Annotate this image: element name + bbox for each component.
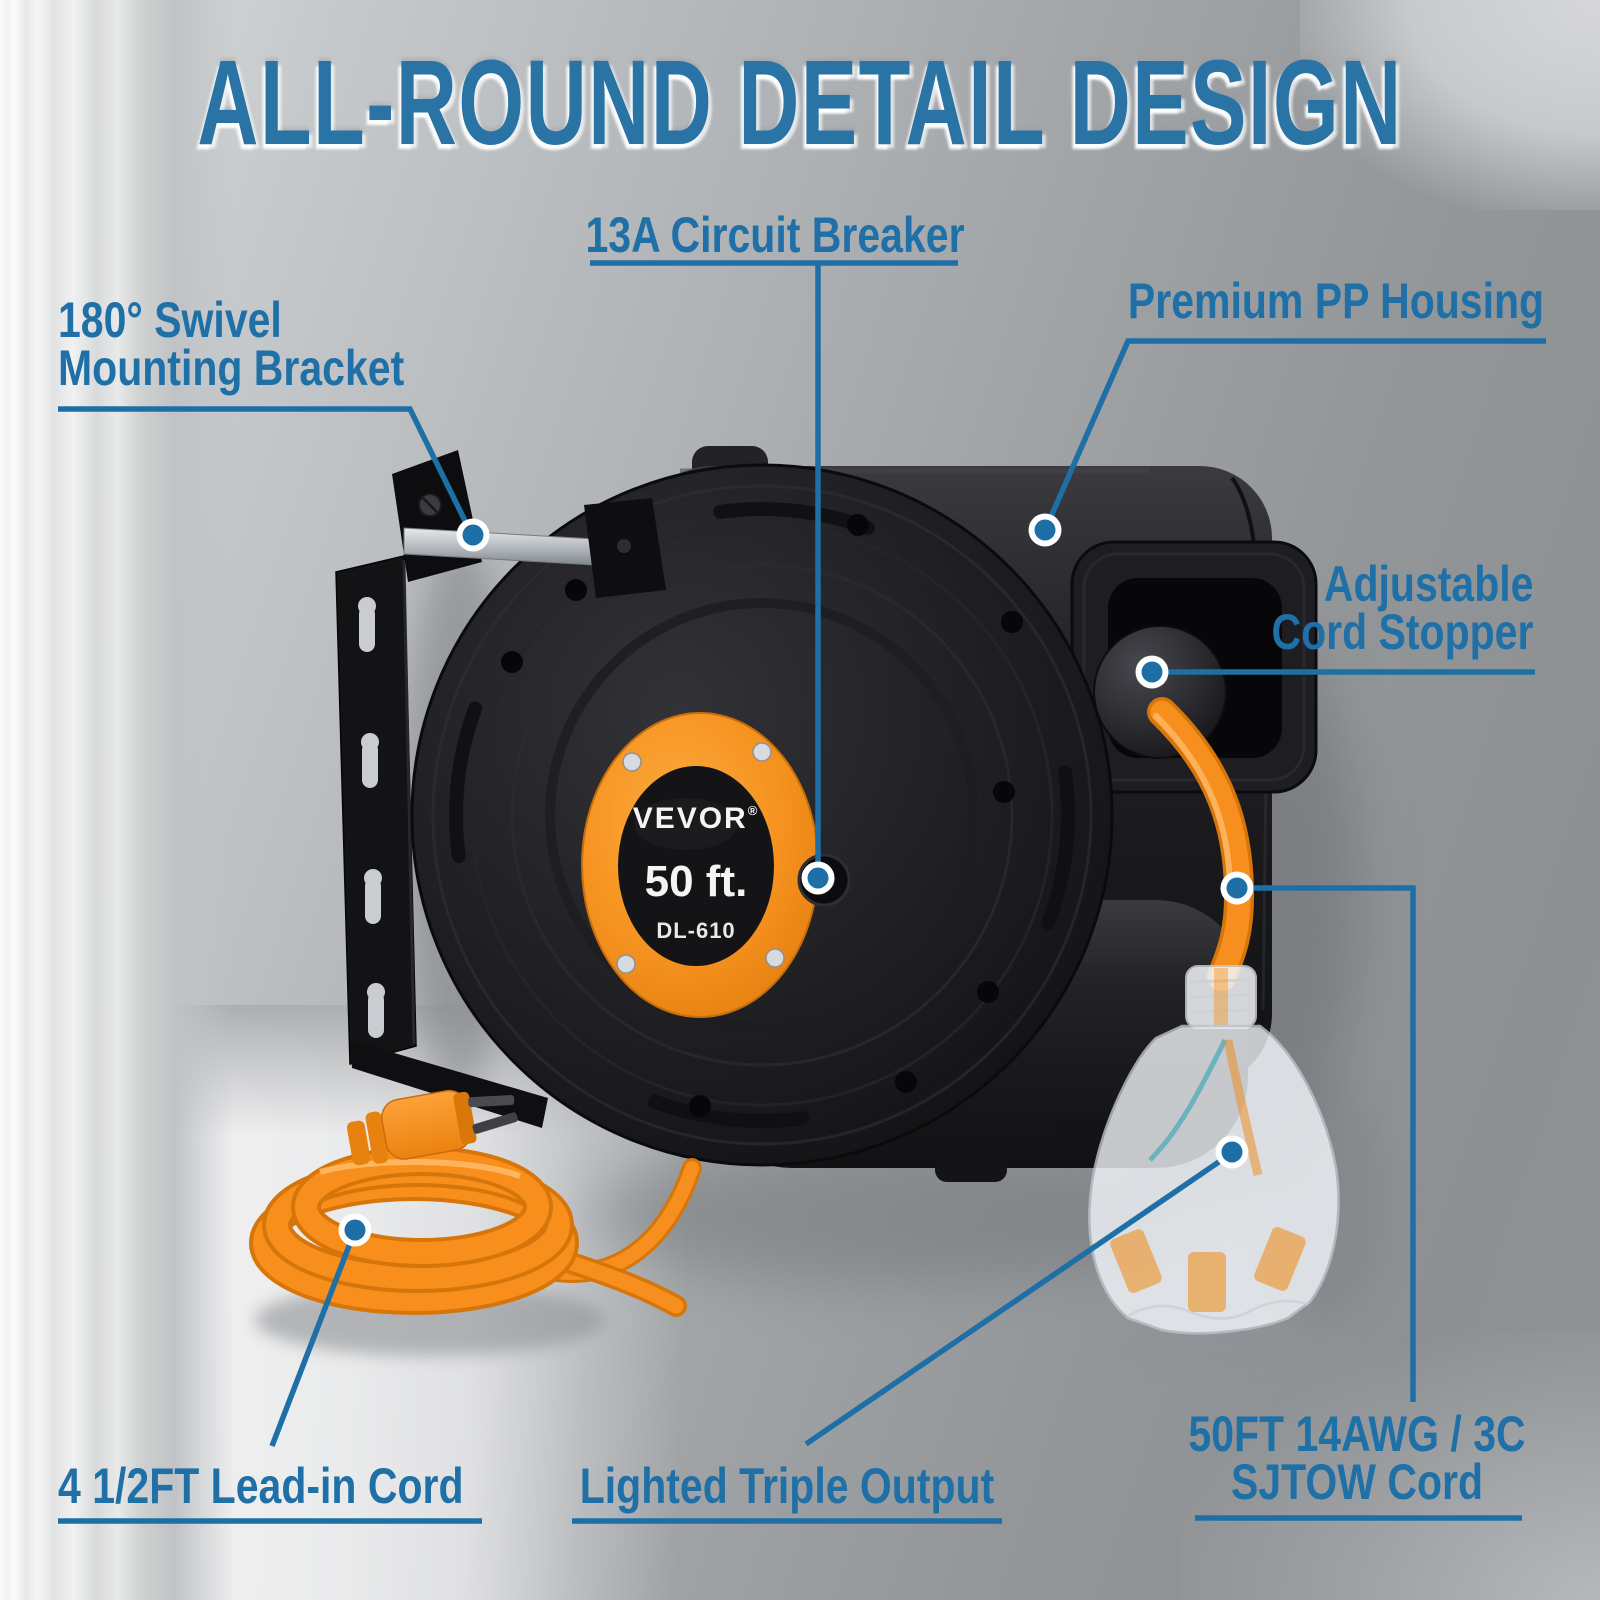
callout-sjtow-line2: SJTOW Cord bbox=[1230, 1454, 1484, 1510]
callout-lead-in-cord-text: 4 1/2FT Lead-in Cord bbox=[58, 1458, 464, 1514]
callout-cord-stopper-line1: Adjustable bbox=[1323, 556, 1533, 612]
callout-sjtow-cord: 50FT 14AWG / 3C SJTOW Cord bbox=[1188, 1406, 1526, 1510]
callout-cord-stopper-line2: Cord Stopper bbox=[1271, 604, 1533, 660]
leader-lead-in-cord bbox=[58, 1232, 482, 1524]
callout-pp-housing: Premium PP Housing bbox=[1128, 276, 1544, 326]
leader-swivel-bracket bbox=[58, 406, 473, 533]
callout-circuit-breaker-text: 13A Circuit Breaker bbox=[585, 207, 965, 263]
cord-coil bbox=[249, 1146, 687, 1317]
dot-lead-in-cord bbox=[338, 1213, 372, 1247]
page-title: ALL-ROUND DETAIL DESIGN bbox=[197, 34, 1403, 170]
background-light-top-right bbox=[1300, 0, 1600, 210]
dot-pp-housing bbox=[1028, 513, 1062, 547]
dot-triple-output bbox=[1215, 1135, 1249, 1169]
callout-triple-output-text: Lighted Triple Output bbox=[579, 1458, 995, 1514]
dot-circuit-breaker bbox=[801, 861, 835, 895]
leader-circuit-breaker bbox=[590, 260, 958, 874]
leader-pp-housing bbox=[1043, 338, 1546, 530]
dot-cord-stopper bbox=[1135, 655, 1169, 689]
leader-triple-output bbox=[572, 1152, 1231, 1524]
housing-screw-holes bbox=[501, 514, 1023, 1117]
callout-lead-in-cord: 4 1/2FT Lead-in Cord bbox=[58, 1461, 464, 1511]
dot-sjtow-cord bbox=[1220, 871, 1254, 905]
hub-length-text: 50 ft. bbox=[645, 857, 748, 906]
background-curtain-left bbox=[0, 0, 235, 1600]
hub-model-text: DL-610 bbox=[656, 918, 735, 943]
callout-circuit-breaker: 13A Circuit Breaker bbox=[585, 210, 964, 260]
swivel-arm bbox=[403, 498, 666, 598]
callout-triple-output: Lighted Triple Output bbox=[580, 1461, 995, 1511]
callout-pp-housing-text: Premium PP Housing bbox=[1127, 273, 1545, 329]
hub-brand-text: VEVOR® bbox=[633, 802, 760, 835]
background-light-bottom-right bbox=[1180, 1330, 1600, 1600]
callout-swivel-line1: 180° Swivel bbox=[58, 292, 282, 348]
callout-swivel-line2: Mounting Bracket bbox=[58, 340, 405, 396]
hub-label-disc bbox=[618, 766, 774, 966]
hub-screws bbox=[616, 742, 785, 974]
dot-swivel-bracket bbox=[456, 518, 490, 552]
leader-sjtow-cord bbox=[1195, 885, 1522, 1521]
callout-cord-stopper: Adjustable Cord Stopper bbox=[1271, 556, 1533, 660]
callout-swivel-bracket: 180° Swivel Mounting Bracket bbox=[58, 292, 405, 396]
bracket-keyhole-slots bbox=[358, 597, 385, 1038]
reel-hub: VEVOR® 50 ft. DL-610 bbox=[581, 712, 819, 1018]
callout-sjtow-line1: 50FT 14AWG / 3C bbox=[1188, 1406, 1526, 1462]
outlet-contacts bbox=[1110, 1227, 1306, 1312]
power-plug bbox=[346, 1089, 518, 1166]
triple-output-connector bbox=[1088, 965, 1340, 1335]
callout-dots bbox=[338, 513, 1254, 1247]
